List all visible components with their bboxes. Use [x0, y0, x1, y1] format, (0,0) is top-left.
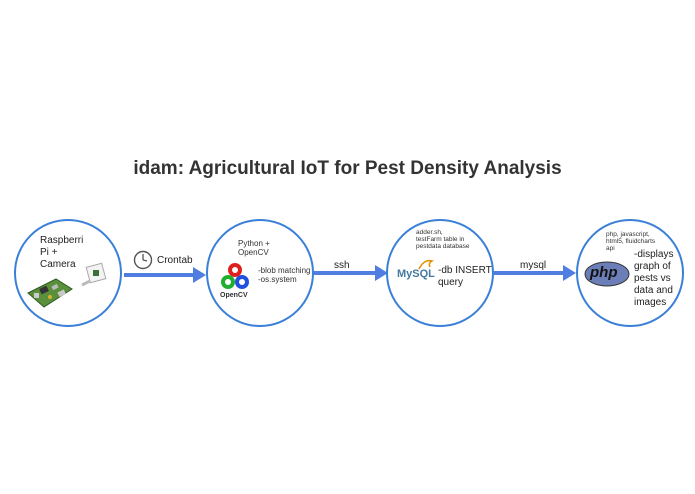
- mysql-dolphin-icon: [418, 259, 435, 270]
- node-php-top-line-1: php, javascript,: [606, 231, 650, 238]
- node-raspberry-pi-label-line-3: Camera: [40, 259, 76, 270]
- php-logo-icon: [584, 261, 630, 287]
- node-php-top-line-3: api: [606, 245, 615, 252]
- node-opencv: Python + OpenCV OpenCV -blob matching -o…: [206, 219, 314, 327]
- edge-ssh-arrow: [314, 265, 388, 281]
- node-php-note-4: data and: [634, 285, 673, 296]
- node-opencv-top-line-1: Python +: [238, 239, 270, 248]
- edge-crontab-arrow: [124, 267, 206, 283]
- node-raspberry-pi-label-line-2: Pi +: [40, 247, 58, 258]
- node-php-note-2: graph of: [634, 261, 671, 272]
- edge-mysql-arrow: [494, 265, 576, 281]
- node-mysql-top-line-1: adder.sh,: [416, 229, 443, 236]
- camera-module-icon: [81, 262, 107, 287]
- raspberry-pi-board-icon: [27, 278, 73, 308]
- node-php-top-line-2: html5, fluidcharts: [606, 238, 656, 245]
- node-raspberry-pi-label-line-1: Raspberri: [40, 235, 84, 246]
- mysql-logo-text: MySQL: [397, 268, 435, 280]
- node-opencv-note-1: -blob matching: [258, 266, 311, 275]
- edge-ssh-label: ssh: [334, 260, 350, 271]
- opencv-logo-icon: [221, 263, 249, 289]
- opencv-logo-text: OpenCV: [220, 292, 248, 299]
- node-mysql-top-line-2: testFarm table in: [416, 236, 465, 243]
- node-php: php, javascript, html5, fluidcharts api …: [576, 219, 684, 327]
- edge-crontab-label: Crontab: [157, 255, 193, 266]
- node-php-note-3: pests vs: [634, 273, 671, 284]
- node-mysql-note-1: -db INSERT: [438, 265, 492, 276]
- clock-icon: [133, 250, 153, 270]
- node-mysql: adder.sh, testFarm table in pestdata dat…: [386, 219, 494, 327]
- php-logo-text: php: [590, 264, 618, 281]
- diagram-title: idam: Agricultural IoT for Pest Density …: [133, 158, 562, 179]
- node-opencv-note-2: -os.system: [258, 275, 297, 284]
- edge-mysql-label: mysql: [520, 260, 547, 271]
- node-opencv-top-line-2: OpenCV: [238, 248, 269, 257]
- node-php-note-5: images: [634, 297, 667, 308]
- node-php-note-1: -displays: [634, 249, 674, 260]
- node-mysql-top-line-3: pestdata database: [416, 243, 470, 250]
- node-mysql-note-2: query: [438, 277, 464, 288]
- node-raspberry-pi: Raspberri Pi + Camera: [14, 219, 122, 327]
